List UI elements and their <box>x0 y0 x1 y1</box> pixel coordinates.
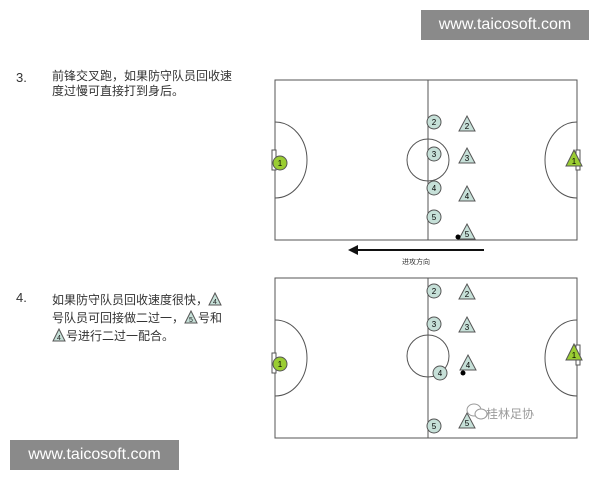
pitch-1-ball <box>455 234 461 240</box>
pitch-2-right-arc <box>544 319 578 397</box>
pitch-1-triangle-player: 5 <box>458 222 476 240</box>
drill-4-text-a: 如果防守队员回收速度很快， <box>52 293 209 307</box>
triangle-marker-icon: 4 <box>208 291 222 306</box>
svg-text:3: 3 <box>465 154 470 163</box>
svg-text:4: 4 <box>438 369 443 378</box>
pitch-2-circle-player: 2 <box>426 283 442 299</box>
pitch-1-right-arc <box>544 121 578 199</box>
triangle-marker-icon: 4 <box>52 327 66 342</box>
brand-text: 桂林足协 <box>486 407 535 421</box>
pitch-1-center-circle <box>406 138 450 182</box>
pitch-1-triangle-player: 4 <box>458 184 476 202</box>
svg-text:2: 2 <box>465 290 470 299</box>
pitch-2-circle-player: 5 <box>426 418 442 434</box>
svg-text:3: 3 <box>432 150 437 159</box>
svg-text:5: 5 <box>465 419 470 428</box>
pitch-2-left-arc <box>274 319 308 397</box>
drill-3-number: 3. <box>16 70 27 85</box>
pitch-1-triangle-player: 2 <box>458 114 476 132</box>
drill-4-text-d: 号进行二过一配合。 <box>66 329 175 343</box>
pitch-2-triangle-player: 1 <box>565 342 583 361</box>
pitch-2-triangle-player: 3 <box>458 315 476 333</box>
svg-text:1: 1 <box>572 351 577 360</box>
inline-marker-label: 4 <box>57 335 61 342</box>
pitch-2-center-circle <box>406 334 450 378</box>
inline-marker-label: 4 <box>213 299 217 306</box>
svg-text:3: 3 <box>432 320 437 329</box>
svg-text:5: 5 <box>432 422 437 431</box>
attack-direction-label: 进攻方向 <box>402 258 430 266</box>
pitch-2-circle-player: 1 <box>272 356 288 372</box>
pitch-1: 1 2 3 4 5 1 2 3 4 5 <box>271 79 583 255</box>
svg-text:1: 1 <box>278 360 283 369</box>
pitch-2-triangle-player: 4 <box>459 353 477 371</box>
pitch-2-triangle-player: 5 <box>458 411 476 429</box>
pitch-2-ball <box>460 370 466 376</box>
pitch-2-circle-player: 3 <box>426 316 442 332</box>
pitch-1-triangle-player: 1 <box>565 148 583 167</box>
svg-text:2: 2 <box>432 118 437 127</box>
svg-text:1: 1 <box>572 157 577 166</box>
pitch-2: 1 2 3 4 5 1 2 3 4 5 <box>271 277 583 439</box>
svg-text:1: 1 <box>278 159 283 168</box>
svg-text:3: 3 <box>465 323 470 332</box>
svg-text:5: 5 <box>432 213 437 222</box>
svg-text:2: 2 <box>465 122 470 131</box>
drill-4-text-b: 号队员可回接做二过一， <box>52 311 185 325</box>
drill-4-text-c: 号和 <box>198 311 223 325</box>
drill-4-description: 如果防守队员回收速度很快， 4 号队员可回接做二过一， 5 号和 4 号进行二过一配合。 <box>52 290 232 344</box>
svg-text:4: 4 <box>465 192 470 201</box>
pitch-1-circle-player: 4 <box>426 180 442 196</box>
pitch-1-left-arc <box>274 121 308 199</box>
pitch-2-triangle-player: 2 <box>458 282 476 300</box>
watermark-top: www.taicosoft.com <box>421 10 589 40</box>
pitch-1-circle-player: 5 <box>426 209 442 225</box>
drill-4-number: 4. <box>16 290 27 305</box>
drill-3-description: 前锋交叉跑，如果防守队员回收速度过慢可直接打到身后。 <box>52 69 233 98</box>
watermark-bottom: www.taicosoft.com <box>10 440 179 470</box>
svg-text:2: 2 <box>432 287 437 296</box>
pitch-1-triangle-player: 3 <box>458 146 476 164</box>
triangle-marker-icon: 5 <box>184 309 198 324</box>
pitch-1-circle-player: 2 <box>426 114 442 130</box>
attack-direction-arrowhead <box>348 245 358 255</box>
svg-text:4: 4 <box>432 184 437 193</box>
inline-marker-label: 5 <box>189 317 193 324</box>
wechat-icon <box>466 403 488 420</box>
pitch-1-circle-player: 3 <box>426 146 442 162</box>
svg-text:5: 5 <box>465 230 470 239</box>
svg-text:4: 4 <box>466 361 471 370</box>
pitch-1-boundary <box>274 79 578 241</box>
pitch-2-circle-player: 4 <box>432 365 448 381</box>
pitch-1-circle-player: 1 <box>272 155 288 171</box>
